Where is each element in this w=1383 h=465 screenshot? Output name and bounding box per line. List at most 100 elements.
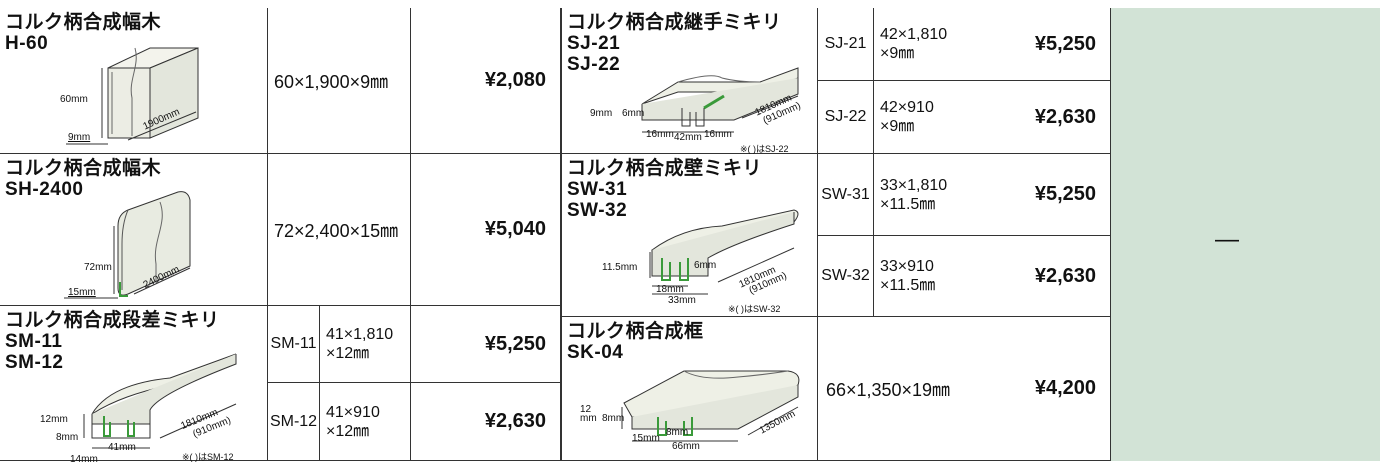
sj-dim-width: 42mm (674, 132, 702, 143)
sj-dim-height: 9mm (590, 108, 613, 119)
spec-sw31: 33×1,810 ×11.5㎜ (880, 154, 947, 235)
sk04-dim-width: 66mm (672, 441, 700, 452)
product-name-sm: コルク柄合成段差ミキリ SM-11 SM-12 (5, 310, 220, 373)
sj-dim-left: 16mm (646, 129, 674, 140)
sm-dim-step: 8mm (56, 432, 79, 443)
price-cell-sm11: ¥5,250 (410, 306, 561, 383)
spec-cell-h60: 60×1,900×9㎜ (268, 8, 410, 154)
price-sm12: ¥2,630 (484, 410, 546, 432)
product-name-sw: コルク柄合成壁ミキリ SW-31 SW-32 (567, 158, 763, 221)
code-cell-sm12: SM-12 (268, 383, 320, 461)
sm-dim-lip: 14mm (70, 454, 98, 465)
code-cell-sj22: SJ-22 (818, 81, 874, 154)
product-image-cell-sw: コルク柄合成壁ミキリ SW-31 SW-32 11.5mm 6mm 18mm 3… (561, 154, 818, 317)
spec-sk04: 66×1,350×19㎜ (825, 379, 951, 400)
sm-dim-width: 41mm (108, 442, 136, 453)
spec-cell-sh2400: 72×2,400×15㎜ (268, 154, 410, 306)
spec-sw32: 33×910 ×11.5㎜ (880, 236, 935, 316)
price-cell-sw32: ¥2,630 (958, 236, 1110, 317)
spec-sw31-line1: 33×1,810 (880, 176, 948, 194)
code-sj21: SJ-21 (824, 35, 867, 52)
sh2400-illustration (64, 191, 191, 299)
spec-sw31-line2: ×11.5㎜ (880, 195, 936, 213)
price-sj22: ¥2,630 (1034, 105, 1096, 128)
price-cell-sw31: ¥5,250 (958, 154, 1110, 236)
product-image-cell-sm: コルク柄合成段差ミキリ SM-11 SM-12 12mm 8mm 41mm 14… (0, 306, 268, 465)
sj-dim-right: 16mm (704, 129, 732, 140)
spec-cell-sm12: 41×910 ×12㎜ (320, 383, 410, 461)
price-cell-sm12: ¥2,630 (410, 383, 561, 461)
spec-cell-sj22: 42×910 ×9㎜ (874, 81, 958, 154)
sw-illustration (649, 209, 799, 295)
sh2400-dim-thickness: 15mm (68, 287, 96, 298)
sj-illustration (641, 67, 799, 133)
product-image-cell-sj: コルク柄合成継手ミキリ SJ-21 SJ-22 9mm 6mm 16mm 42m… (561, 8, 818, 154)
sj-dim-step: 6mm (622, 108, 645, 119)
product-name-sj: コルク柄合成継手ミキリ SJ-21 SJ-22 (567, 12, 782, 75)
sw-dim-step: 6mm (694, 260, 717, 271)
product-image-cell-sh2400: コルク柄合成幅木 SH-2400 72mm 15mm 2400mm (0, 154, 268, 306)
price-h60: ¥2,080 (484, 69, 546, 91)
sm-note: ※( )はSM-12 (182, 452, 234, 462)
h60-dim-height: 60mm (60, 94, 88, 105)
spec-sw32-line1: 33×910 (880, 258, 934, 275)
product-image-cell-sk04: コルク柄合成框 SK-04 12 mm 8mm 15mm 8mm 66mm 13… (561, 317, 818, 461)
code-sw32: SW-32 (821, 267, 870, 284)
spec-sj21: 42×1,810 ×9㎜ (880, 8, 947, 80)
spec-sj22-line1: 42×910 (880, 99, 934, 116)
h60-illustration (66, 47, 199, 145)
spec-cell-sw32: 33×910 ×11.5㎜ (874, 236, 958, 317)
spec-sh2400: 72×2,400×15㎜ (274, 220, 399, 241)
sk04-dim-step: 8mm (602, 413, 625, 424)
product-name-h60: コルク柄合成幅木 H-60 (5, 12, 162, 54)
product-name-sh2400: コルク柄合成幅木 SH-2400 (5, 158, 162, 200)
price-sh2400: ¥5,040 (484, 218, 546, 240)
spec-sj21-line2: ×9㎜ (880, 45, 915, 62)
sk04-dim-lip: 15mm (632, 433, 660, 444)
price-cell-sh2400: ¥5,040 (410, 154, 561, 306)
price-sk04: ¥4,200 (1034, 377, 1096, 399)
product-name-sk04: コルク柄合成框 SK-04 (567, 321, 704, 363)
spec-cell-sj21: 42×1,810 ×9㎜ (874, 8, 958, 81)
code-cell-sw31: SW-31 (818, 154, 874, 236)
sw-dim-height: 11.5mm (602, 262, 638, 273)
code-sm11: SM-11 (270, 335, 317, 352)
spec-sj22-line2: ×9㎜ (880, 118, 915, 135)
price-cell-sj21: ¥5,250 (958, 8, 1110, 81)
sk04-illustration (621, 370, 800, 442)
code-sm12: SM-12 (269, 412, 318, 430)
spec-sm11-line2: ×12㎜ (326, 345, 370, 362)
sk04-dim-inner: 8mm (666, 427, 689, 438)
sw-note: ※( )はSW-32 (728, 304, 781, 314)
side-panel-dash: — (1215, 226, 1239, 253)
price-cell-sk04: ¥4,200 (958, 317, 1110, 461)
spec-sj22: 42×910 ×9㎜ (880, 81, 934, 153)
code-sj22: SJ-22 (824, 108, 867, 125)
sh2400-dim-height: 72mm (84, 262, 112, 273)
spec-cell-sw31: 33×1,810 ×11.5㎜ (874, 154, 958, 236)
code-cell-sw32: SW-32 (818, 236, 874, 317)
spec-sm12-line1: 41×910 (326, 403, 380, 421)
sj-note: ※( )はSJ-22 (740, 144, 789, 154)
price-cell-h60: ¥2,080 (410, 8, 561, 154)
product-table: コルク柄合成幅木 H-60 60mm 9mm 1900mm 60×1,900×9… (0, 8, 1383, 465)
spec-sj21-line1: 42×1,810 (880, 26, 948, 43)
sw-dim-width: 33mm (668, 295, 696, 306)
h60-dim-thickness: 9mm (68, 132, 91, 143)
spec-sm11-line1: 41×1,810 (326, 326, 394, 343)
price-sw31: ¥5,250 (1034, 183, 1096, 205)
sm-dim-height: 12mm (40, 414, 68, 425)
code-cell-sm11: SM-11 (268, 306, 320, 383)
product-image-cell-h60: コルク柄合成幅木 H-60 60mm 9mm 1900mm (0, 8, 268, 154)
price-cell-sj22: ¥2,630 (958, 81, 1110, 154)
spec-sw32-line2: ×11.5㎜ (880, 277, 936, 294)
spec-cell-sm11: 41×1,810 ×12㎜ (320, 306, 410, 383)
sw-dim-inner: 18mm (656, 284, 684, 295)
side-panel: — (1110, 8, 1380, 461)
code-sw31: SW-31 (821, 185, 870, 203)
price-sj21: ¥5,250 (1034, 32, 1096, 55)
price-sm11: ¥5,250 (484, 332, 546, 355)
spec-sm12-line2: ×12㎜ (326, 422, 370, 440)
spec-cell-sk04: 66×1,350×19㎜ (818, 317, 958, 461)
